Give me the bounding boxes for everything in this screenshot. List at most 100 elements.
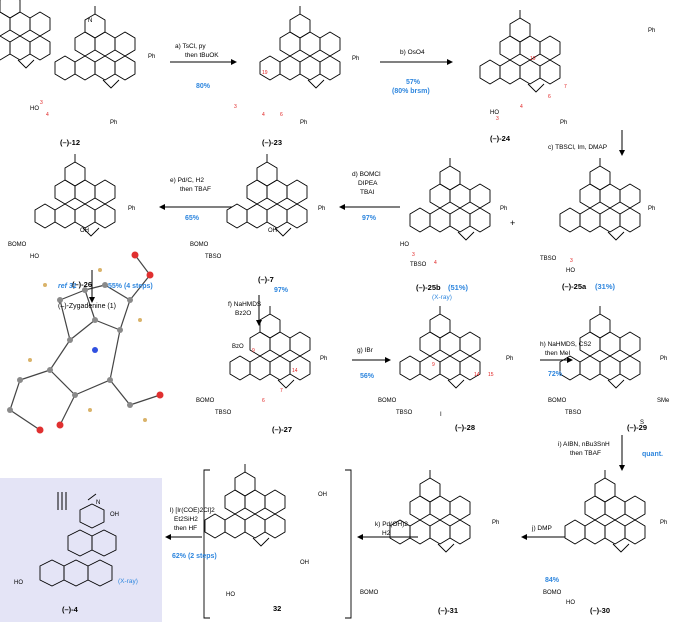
atom-ph-7: Ph (318, 206, 326, 212)
atom-s-29: S (640, 420, 645, 426)
atom-ph-25b: Ph (500, 206, 508, 212)
num-3-25b: 3 (412, 252, 415, 258)
step-g-line1: g) IBr (357, 347, 373, 354)
atom-bomo-29: BOMO (548, 398, 567, 404)
atom-ph-23: Ph (352, 56, 360, 62)
atom-sme-29: SMe (657, 398, 670, 404)
label-c29: (–)-29 (627, 423, 648, 432)
atom-ph-26: Ph (128, 206, 136, 212)
atom-tbso-25b: TBSO (410, 262, 427, 268)
atom-bomo-7: BOMO (190, 242, 209, 248)
atom-bomo-26: BOMO (8, 242, 27, 248)
atom-ph-28: Ph (506, 356, 514, 362)
ref-yield: 55% (4 steps) (108, 283, 153, 290)
num-9-27: 9 (252, 348, 255, 354)
step-j-yield: 84% (545, 577, 560, 584)
ref-31-label: ref 31 (58, 283, 77, 290)
step-c-line1: c) TBSCl, Im, DMAP (548, 144, 608, 151)
num-19-23: 19 (262, 70, 268, 76)
atom-ph-12: Ph (148, 54, 156, 60)
step-l-line2: Et2SiH2 (174, 516, 198, 523)
num-4-25b: 4 (434, 260, 437, 266)
step-l-line1: l) [Ir(COE)2Cl]2 (170, 507, 215, 514)
num-9-28: 9 (432, 362, 435, 368)
label-c25b: (–)-25b (416, 283, 441, 292)
atom-ho-25a: HO (566, 268, 575, 274)
label-c23: (–)-23 (262, 138, 283, 147)
label-c25a-yield: (31%) (595, 282, 616, 291)
atom-oh-4: OH (110, 512, 119, 518)
label-c32: 32 (273, 604, 282, 613)
step-k-line1: k) Pd(OH)2 (375, 521, 408, 528)
atom-ho-26: HO (30, 254, 39, 260)
num-14-28: 14 (474, 372, 480, 378)
label-c30: (–)-30 (590, 606, 611, 615)
step-f-yield: 97% (274, 287, 289, 294)
atom-ph-27: Ph (320, 356, 328, 362)
atom-n-4: N (96, 500, 101, 506)
num-3-23: 3 (234, 104, 237, 110)
step-h-yield: 72% (548, 371, 563, 378)
atom-tbso-7: TBSO (205, 254, 222, 260)
atom-oh-32: OH (318, 492, 327, 498)
num-19-24: 19 (530, 56, 536, 62)
atom-ph-24b: Ph (560, 120, 568, 126)
step-a-line1: a) TsCl, py (175, 43, 206, 50)
step-i-yield: quant. (642, 451, 663, 458)
num-6-24: 6 (548, 94, 551, 100)
atom-ph-24: Ph (648, 28, 656, 34)
label-c27: (–)-27 (272, 425, 293, 434)
step-l-yield: 62% (2 steps) (172, 553, 217, 560)
atom-ho-24: HO (490, 110, 499, 116)
step-l-line3: then HF (174, 525, 198, 532)
atom-ho-30: HO (566, 600, 575, 606)
step-a-line2: then tBuOK (185, 52, 219, 59)
step-i-line2: then TBAF (570, 450, 601, 457)
label-c7: (–)-7 (258, 275, 274, 284)
num-3-25a: 3 (570, 258, 573, 264)
atom-ph-12b: Ph (110, 120, 118, 126)
atom-tbso-29: TBSO (565, 410, 582, 416)
atom-oh-32b: OH (300, 560, 309, 566)
step-h-line1: h) NaHMDS, CS2 (540, 341, 592, 348)
step-g-yield: 56% (360, 373, 375, 380)
label-c26: (–)-26 (72, 280, 93, 289)
step-k-line2: H2 (382, 530, 391, 537)
atom-tbso-25a: TBSO (540, 256, 557, 262)
atom-ho-4: HO (14, 580, 23, 586)
label-c25b-yield: (51%) (448, 283, 469, 292)
atom-bzo-27: BzO (232, 344, 244, 350)
xray-panel (0, 478, 162, 622)
atom-ph-31: Ph (492, 520, 500, 526)
step-f-line1: f) NaHMDS (228, 301, 262, 308)
num-6-23: 6 (280, 112, 283, 118)
step-d-yield: 97% (362, 215, 377, 222)
step-i-line1: i) AIBN, nBu3SnH (558, 441, 610, 448)
label-c12: (–)-12 (60, 138, 81, 147)
atom-ph-29: Ph (660, 356, 668, 362)
xray-structure-image (7, 251, 164, 434)
atom-tbso-27: TBSO (215, 410, 232, 416)
atom-bomo-31: BOMO (360, 590, 379, 596)
atom-n-12: N (88, 18, 93, 24)
zygadenine-label: (–)-Zygadenine (1) (58, 303, 116, 310)
atom-oh-26: OH (80, 228, 89, 234)
num-3-24: 3 (496, 116, 499, 122)
atom-i-28: I (440, 412, 442, 418)
atom-tbso-28: TBSO (396, 410, 413, 416)
num-4-12: 4 (46, 112, 49, 118)
atom-ho-12: HO (30, 106, 39, 112)
atom-ph-30: Ph (660, 520, 668, 526)
atom-ph-23b: Ph (300, 120, 308, 126)
step-d-line2: DIPEA (358, 180, 378, 187)
step-j-line1: j) DMP (532, 525, 552, 532)
step-f-line2: Bz2O (235, 310, 252, 317)
label-c25a: (–)-25a (562, 282, 587, 291)
atom-ho-25b: HO (400, 242, 409, 248)
num-14-27: 14 (292, 368, 298, 374)
num-7-24: 7 (564, 84, 567, 90)
step-a-yield: 80% (196, 83, 211, 90)
num-4-24: 4 (520, 104, 523, 110)
step-e-line1: e) Pd/C, H2 (170, 177, 204, 184)
